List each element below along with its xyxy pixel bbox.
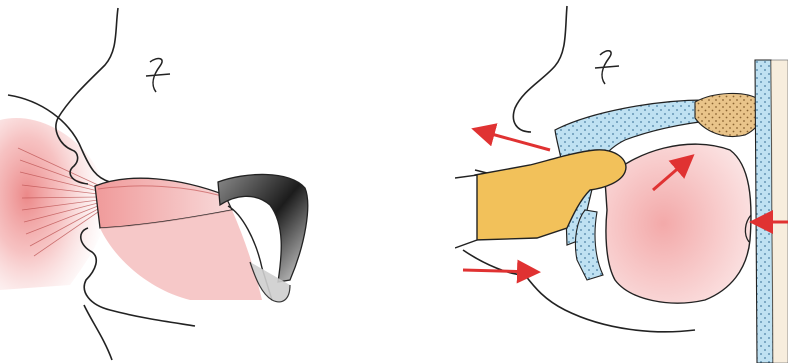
breastfeeding-panel bbox=[0, 0, 330, 363]
bottle-nipple bbox=[475, 150, 626, 240]
breast-tissue bbox=[0, 118, 107, 290]
infant-eye bbox=[146, 59, 170, 92]
infant-eye bbox=[595, 51, 619, 84]
bottle-body bbox=[455, 175, 477, 248]
red-arrow-icon bbox=[463, 270, 535, 272]
adenoid-pad bbox=[695, 93, 763, 136]
red-arrow-icon bbox=[477, 130, 550, 150]
breastfeeding-diagram bbox=[0, 0, 330, 363]
vertebra-edge bbox=[771, 60, 788, 363]
lower-gum bbox=[575, 210, 603, 280]
bottle-feeding-diagram bbox=[455, 0, 788, 363]
bottle-feeding-panel bbox=[455, 0, 788, 363]
pharyngeal-wall bbox=[755, 60, 773, 363]
